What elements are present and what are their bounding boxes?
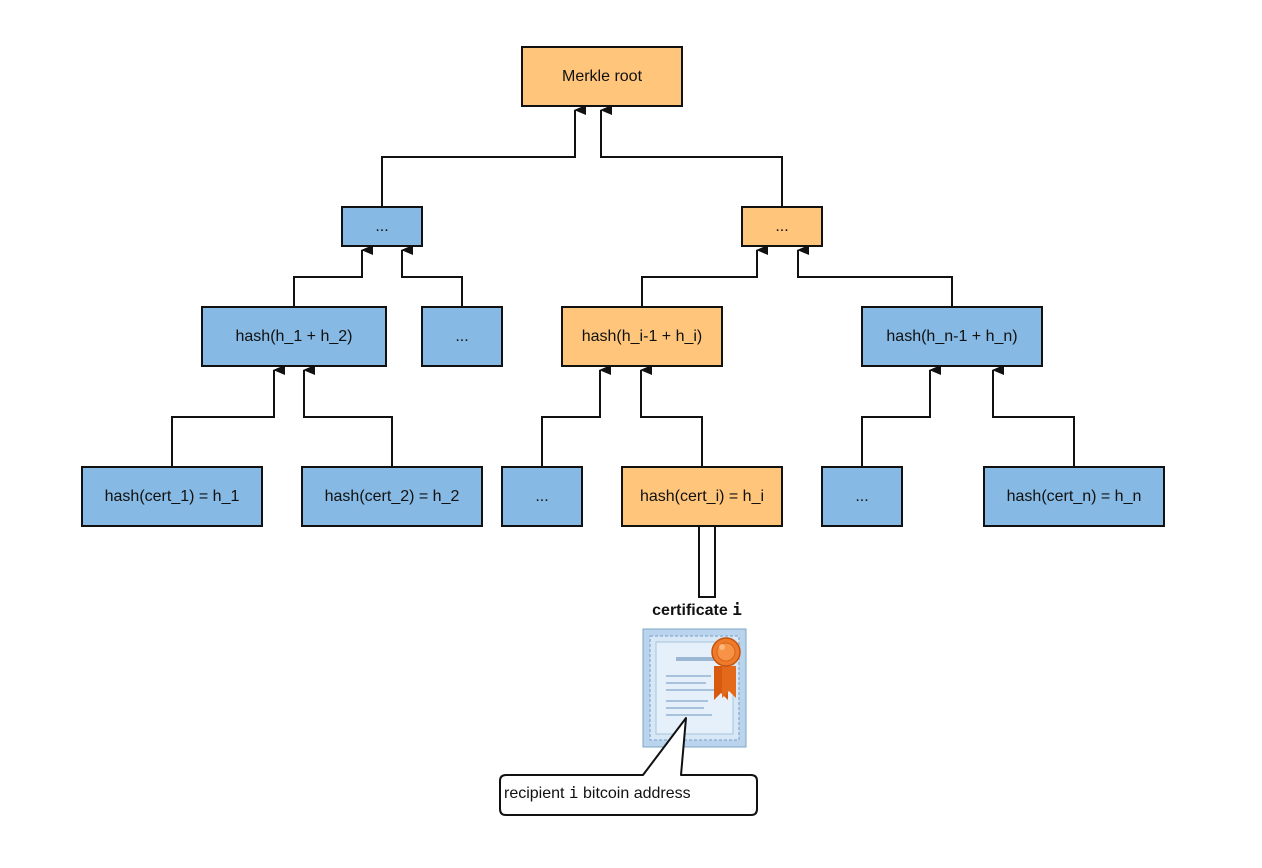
connector-l2d-to-l1right — [797, 245, 953, 306]
callout-prefix: recipient — [504, 785, 569, 802]
leaf-node-cert-n: hash(cert_n) = h_n — [983, 466, 1165, 527]
leaf-node-cert-i: hash(cert_i) = h_i — [621, 466, 783, 527]
connector-leaf6-to-l2d — [992, 365, 1075, 466]
level1-left-node: ... — [341, 206, 423, 247]
level2-node-h1-h2: hash(h_1 + h_2) — [201, 306, 387, 367]
level2-node-hn-1-hn: hash(h_n-1 + h_n) — [861, 306, 1043, 367]
leaf-node-ellipsis-left: ... — [501, 466, 583, 527]
callout-var: i — [568, 783, 579, 802]
connector-leaf2-to-l2a — [303, 365, 393, 466]
connector-leaf5-to-l2d — [861, 365, 941, 466]
certificate-label-text: certificate — [652, 602, 733, 619]
connector-l1left-to-root — [381, 105, 586, 206]
certificate-icon — [642, 628, 747, 748]
connector-leaf3-to-l2c — [541, 365, 611, 466]
merkle-root-node: Merkle root — [521, 46, 683, 107]
leaf-node-cert-1: hash(cert_1) = h_1 — [81, 466, 263, 527]
connector-leaf1-to-l2a — [171, 365, 285, 466]
certificate-label: certificate i — [600, 600, 794, 620]
level2-node-ellipsis: ... — [421, 306, 503, 367]
level1-right-node: ... — [741, 206, 823, 247]
connector-l2a-to-l1left — [293, 245, 373, 306]
connector-l2c-to-l1right — [641, 245, 768, 306]
leaf-node-cert-2: hash(cert_2) = h_2 — [301, 466, 483, 527]
certificate-label-var: i — [732, 600, 742, 619]
recipient-callout-bubble — [499, 717, 758, 816]
leaf-node-ellipsis-right: ... — [821, 466, 903, 527]
connector-l2b-to-l1left — [401, 245, 463, 306]
level2-node-hi-1-hi: hash(h_i-1 + h_i) — [561, 306, 723, 367]
connector-leaf4-to-l2c — [640, 365, 703, 466]
callout-suffix: bitcoin address — [578, 785, 691, 802]
recipient-callout-text: recipient i bitcoin address — [504, 783, 691, 803]
connector-l1right-to-root — [600, 105, 783, 206]
